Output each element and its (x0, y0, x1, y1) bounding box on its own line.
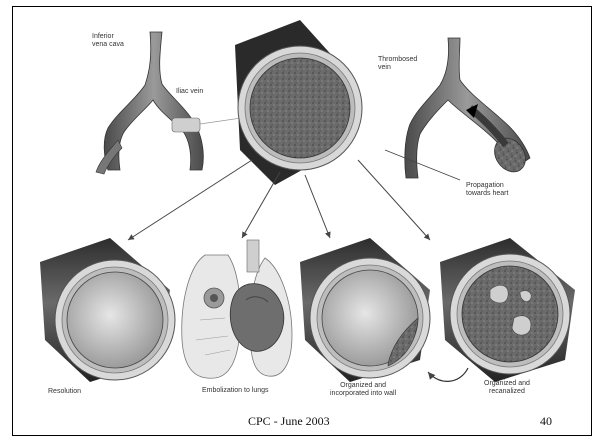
resolution-vessel-illustration (40, 238, 175, 382)
organized-recanalized-vessel-illustration (440, 238, 575, 382)
propagating-thrombus-illustration (405, 38, 532, 178)
thrombosed-vein-cross-section (235, 20, 362, 185)
ivc-iliac-vein-illustration (96, 32, 255, 174)
page-number: 40 (540, 414, 552, 429)
propagation-label: Propagation towards heart (466, 182, 508, 198)
lungs-heart-illustration (182, 240, 292, 378)
footer-title: CPC - June 2003 (248, 414, 330, 429)
inferior-vena-cava-label: Inferior vena cava (92, 33, 124, 49)
thrombosed-vein-label: Thrombosed vein (378, 56, 417, 72)
iliac-vein-label: Iliac vein (176, 88, 203, 96)
organized-incorporated-label: Organized and incorporated into wall (330, 382, 396, 398)
trachea (247, 240, 259, 272)
resolution-label: Resolution (48, 388, 81, 396)
recanalization-to-incorporation-arrow (428, 368, 468, 381)
organized-incorporated-vessel-illustration (300, 238, 430, 382)
embolization-label: Embolization to lungs (202, 387, 269, 395)
organized-recanalized-label: Organized and recanalized (484, 380, 530, 396)
iliac-clot-window (172, 118, 200, 132)
